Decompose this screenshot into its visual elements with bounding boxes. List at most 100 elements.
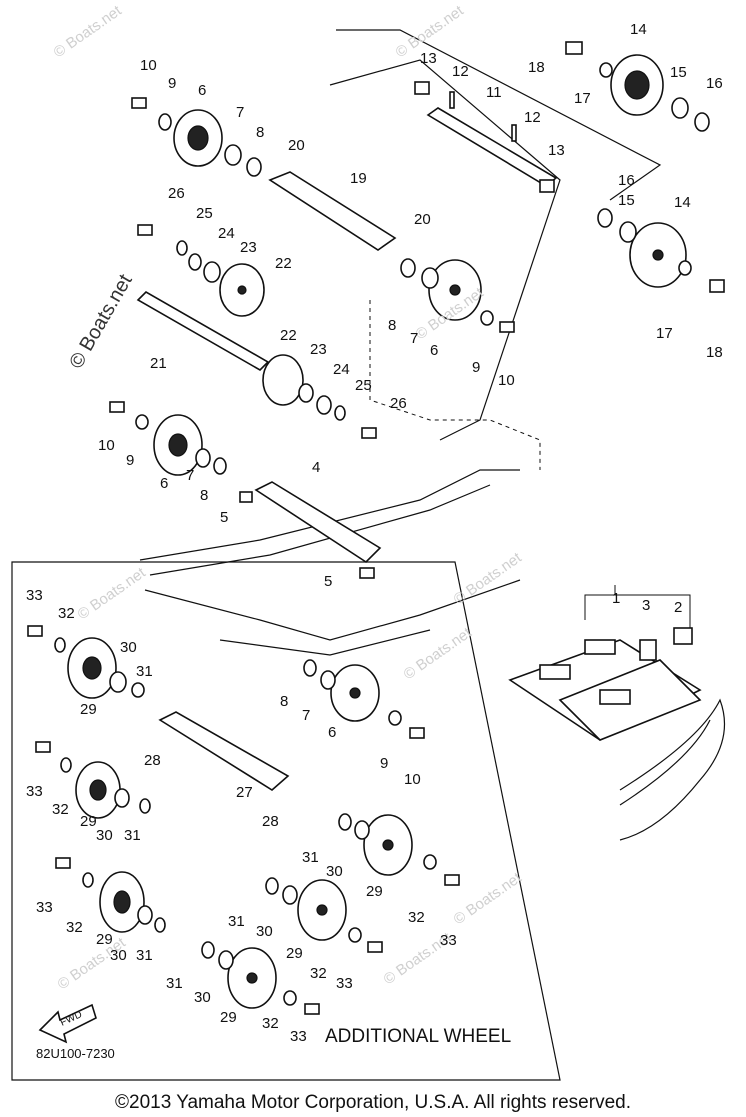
watermark: © Boats.net — [51, 2, 126, 61]
watermark: © Boats.net — [451, 549, 526, 608]
hardware — [27, 41, 725, 1015]
part-number-label: 29 — [96, 931, 113, 948]
diagram-code: 82U100-7230 — [36, 1046, 115, 1061]
part-number-label: 22 — [275, 255, 292, 272]
part-number-label: 15 — [670, 64, 687, 81]
part-number-label: 15 — [618, 192, 635, 209]
part-number-label: 12 — [524, 109, 541, 126]
part-number-label: 10 — [498, 372, 515, 389]
part-number-label: 5 — [324, 573, 332, 590]
part-number-label: 32 — [310, 965, 327, 982]
shaft-27 — [158, 711, 290, 791]
part-number-label: 10 — [140, 57, 157, 74]
part-number-label: 31 — [302, 849, 319, 866]
part-number-label: 13 — [548, 142, 565, 159]
part-number-label: 23 — [310, 341, 327, 358]
wheel-22-left — [219, 263, 265, 317]
wheel-6-lower — [330, 664, 380, 722]
part-number-label: 8 — [256, 124, 264, 141]
wheel-14-top-right — [610, 54, 664, 116]
part-number-label: 32 — [66, 919, 83, 936]
part-number-label: 32 — [58, 605, 75, 622]
part-number-label: 1 — [612, 590, 620, 607]
part-number-label: 28 — [262, 813, 279, 830]
part-number-label: 8 — [200, 487, 208, 504]
wheel-29-f — [227, 947, 277, 1009]
part-number-label: 7 — [236, 104, 244, 121]
part-number-label: 29 — [366, 883, 383, 900]
part-number-label: 14 — [674, 194, 691, 211]
part-number-label: 8 — [388, 317, 396, 334]
watermark: © Boats.net — [75, 564, 150, 623]
shaft-4 — [254, 481, 382, 564]
part-number-label: 32 — [52, 801, 69, 818]
additional-wheel-panel — [11, 561, 561, 1081]
wheel-29-e — [297, 879, 347, 941]
side-watermark: © Boats.net — [65, 270, 137, 372]
part-number-label: 30 — [194, 989, 211, 1006]
part-number-label: 4 — [312, 459, 320, 476]
part-number-label: 17 — [574, 90, 591, 107]
part-number-label: 33 — [290, 1028, 307, 1045]
wheel-29-a — [67, 637, 117, 699]
part-number-label: 10 — [404, 771, 421, 788]
part-number-label: 30 — [120, 639, 137, 656]
part-number-label: 33 — [26, 587, 43, 604]
shaft-11 — [426, 107, 558, 187]
part-number-label: 31 — [166, 975, 183, 992]
wheel-29-b — [75, 761, 121, 819]
wheel-29-d — [363, 814, 413, 876]
shaft-19 — [268, 171, 397, 251]
part-number-label: 3 — [642, 597, 650, 614]
part-number-label: 31 — [228, 913, 245, 930]
part-number-label: 6 — [198, 82, 206, 99]
part-number-label: 33 — [26, 783, 43, 800]
part-number-label: 8 — [280, 693, 288, 710]
wheel-14-right — [629, 222, 687, 288]
part-number-label: 33 — [36, 899, 53, 916]
part-number-label: 7 — [302, 707, 310, 724]
part-number-label: 26 — [390, 395, 407, 412]
part-number-label: 16 — [706, 75, 723, 92]
part-number-label: 6 — [430, 342, 438, 359]
part-number-label: 12 — [452, 63, 469, 80]
fwd-arrow-icon: FWD — [38, 1003, 97, 1044]
part-number-label: 9 — [168, 75, 176, 92]
part-number-label: 17 — [656, 325, 673, 342]
part-number-label: 29 — [80, 813, 97, 830]
part-number-label: 6 — [160, 475, 168, 492]
part-number-label: 6 — [328, 724, 336, 741]
part-number-label: 25 — [196, 205, 213, 222]
part-number-label: 23 — [240, 239, 257, 256]
sprocket-wheel-6-top-left — [173, 109, 223, 167]
part-number-label: 10 — [98, 437, 115, 454]
part-number-label: 29 — [286, 945, 303, 962]
part-number-label: 32 — [262, 1015, 279, 1032]
watermark: © Boats.net — [451, 869, 526, 928]
copyright-footer: ©2013 Yamaha Motor Corporation, U.S.A. A… — [115, 1092, 631, 1113]
part-number-label: 21 — [150, 355, 167, 372]
part-number-label: 31 — [136, 663, 153, 680]
part-number-label: 30 — [256, 923, 273, 940]
wheel-29-c — [99, 871, 145, 933]
part-number-label: 9 — [380, 755, 388, 772]
part-number-label: 30 — [110, 947, 127, 964]
part-number-label: 26 — [168, 185, 185, 202]
part-number-label: 27 — [236, 784, 253, 801]
part-number-label: 19 — [350, 170, 367, 187]
part-number-label: 29 — [220, 1009, 237, 1026]
part-number-label: 18 — [528, 59, 545, 76]
part-number-label: 20 — [414, 211, 431, 228]
part-number-label: 20 — [288, 137, 305, 154]
part-number-label: 9 — [126, 452, 134, 469]
wheel-6-middle — [153, 414, 203, 476]
part-number-label: 30 — [96, 827, 113, 844]
part-number-label: 5 — [220, 509, 228, 526]
part-number-label: 14 — [630, 21, 647, 38]
part-number-label: 29 — [80, 701, 97, 718]
wheel-22-center — [262, 354, 304, 406]
part-number-label: 33 — [440, 932, 457, 949]
part-number-label: 13 — [420, 50, 437, 67]
